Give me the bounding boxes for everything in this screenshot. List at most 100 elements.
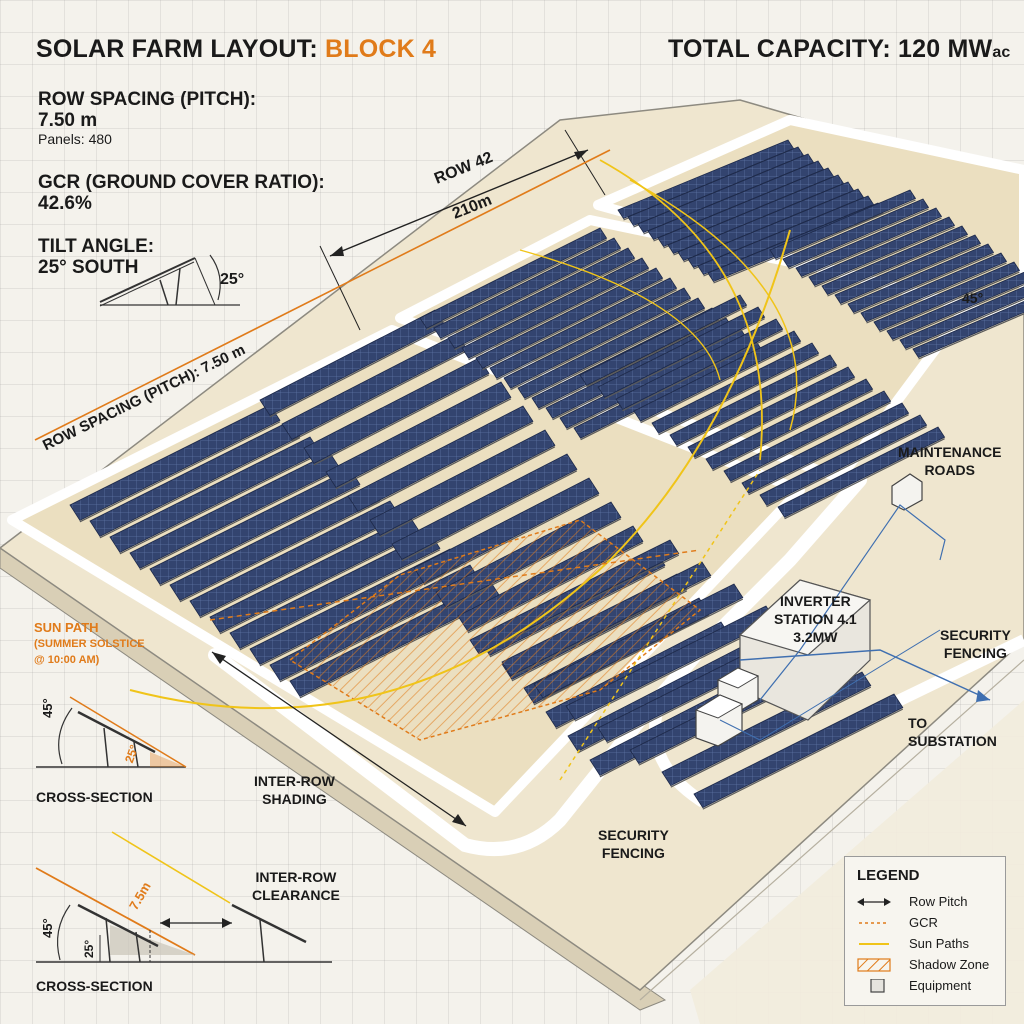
panel-row (834, 234, 982, 305)
inverter-line-2: STATION 4.1 (774, 611, 857, 627)
panel-row-frame (496, 289, 677, 381)
panel-row-frame (99, 437, 301, 539)
panel-row (433, 237, 622, 339)
sun-path-4 (519, 249, 721, 381)
panel-row-frame (119, 453, 321, 555)
hatched-box-icon (857, 958, 891, 972)
panel-row-frame (239, 549, 441, 651)
panel-row-frame (814, 226, 955, 288)
maintenance-line-2: ROADS (924, 462, 975, 478)
legend-label: Equipment (909, 978, 972, 993)
xs2-outer-angle: 45° (40, 918, 55, 938)
panel-row (391, 453, 578, 560)
panel-row-frame (730, 402, 891, 484)
panel-row (597, 306, 766, 398)
panel-row-frame (586, 306, 747, 388)
sun-path-1 (129, 229, 791, 710)
panel-row (873, 261, 1021, 332)
panel-row (912, 300, 1024, 359)
maintenance-line-1: MAINTENANCE (898, 444, 1002, 460)
panel-row-frame (291, 350, 468, 442)
legend-label: GCR (909, 915, 938, 930)
panel-row-frame (748, 414, 909, 496)
fence-line (639, 659, 1024, 1001)
panel-row-frame (159, 485, 361, 587)
panel-row (693, 693, 904, 809)
panel-row-frame (658, 354, 819, 436)
panel-row (475, 267, 664, 369)
page-title: SOLAR FARM LAYOUT: BLOCK 4 (36, 35, 436, 64)
panel-row-frame (510, 299, 691, 391)
panel-row (347, 405, 534, 512)
panel-row-frame (199, 517, 401, 619)
angle-45-label: 45° (962, 290, 984, 306)
row-dimension-arrow-left (330, 246, 344, 256)
clearance-line-2: CLEARANCE (252, 887, 340, 903)
substation-line-1: TO (908, 715, 928, 731)
cable-to-substation (739, 649, 991, 701)
sun-path-label: SUN PATH(SUMMER SOLSTICE@ 10:00 AM) (34, 620, 145, 668)
panel-row (615, 318, 784, 410)
legend-label: Row Pitch (909, 894, 968, 909)
security-bottom-line-1: SECURITY (598, 827, 669, 843)
panel-row-frame (79, 421, 281, 523)
security-top-line-1: SECURITY (940, 627, 1011, 643)
panel-row (821, 225, 969, 296)
tilt-angle-diagram (99, 254, 240, 307)
panel-row (777, 426, 946, 518)
tilt-label: TILT ANGLE: (38, 236, 155, 257)
xs1-title: CROSS-SECTION (36, 789, 153, 805)
panel-row-frame (840, 244, 981, 306)
panel-row (461, 257, 650, 359)
tilt-angle-label: 25° (220, 271, 245, 288)
cable-run (759, 504, 946, 701)
cable-arrow (976, 690, 990, 702)
panel-row (886, 271, 1024, 341)
legend: LEGEND Row Pitch GCR Sun Paths Shadow Zo… (844, 856, 1006, 1006)
total-capacity: TOTAL CAPACITY: 120 MWac (668, 35, 1011, 64)
panel-row (369, 429, 556, 536)
panel-row-frame (766, 426, 927, 508)
panel-row-frame (879, 271, 1020, 333)
panel-row-frame (905, 298, 1024, 351)
equipment-box-2 (694, 694, 744, 747)
panel-row (899, 286, 1024, 350)
panel-row-frame (676, 366, 837, 448)
shading-line-2: SHADING (262, 791, 327, 807)
equipment-box-top (891, 473, 923, 511)
panel-row-frame (269, 326, 446, 418)
panel-row-frame (219, 533, 421, 635)
panel-row-frame (801, 217, 942, 279)
row-dimension-tick-left (319, 245, 361, 331)
gcr-value: 42.6% (38, 193, 92, 214)
panel-row-frame (454, 259, 635, 351)
panel-row (847, 243, 995, 314)
panel-row (149, 468, 361, 585)
shading-arrow-head-end (452, 814, 466, 826)
dashed-line-icon (859, 922, 889, 924)
panel-row-frame (640, 342, 801, 424)
gcr-label: GCR (GROUND COVER RATIO): (38, 172, 325, 193)
row-spacing-label: ROW SPACING (PITCH): (38, 89, 257, 110)
panel-row-frame (853, 253, 994, 315)
panel-row-frame (892, 283, 1024, 342)
panel-row-frame (179, 501, 381, 603)
row-spacing-value: 7.50 m (38, 110, 98, 131)
panel-row-frame (784, 438, 945, 520)
capacity-value: TOTAL CAPACITY: 120 MW (668, 35, 993, 63)
cross-section-1 (36, 696, 187, 768)
inverter-line-3: 3.2MW (793, 629, 838, 645)
xs2-title: CROSS-SECTION (36, 978, 153, 994)
panel-row (517, 297, 706, 399)
panel-row-frame (379, 446, 556, 538)
panel-row (579, 294, 748, 386)
panel-row-frame (694, 378, 855, 460)
xs1-outer-angle: 45° (40, 698, 55, 718)
sun-path-line-2: (SUMMER SOLSTICE (34, 638, 145, 650)
panel-row-frame (918, 313, 1024, 360)
legend-title: LEGEND (857, 867, 920, 884)
